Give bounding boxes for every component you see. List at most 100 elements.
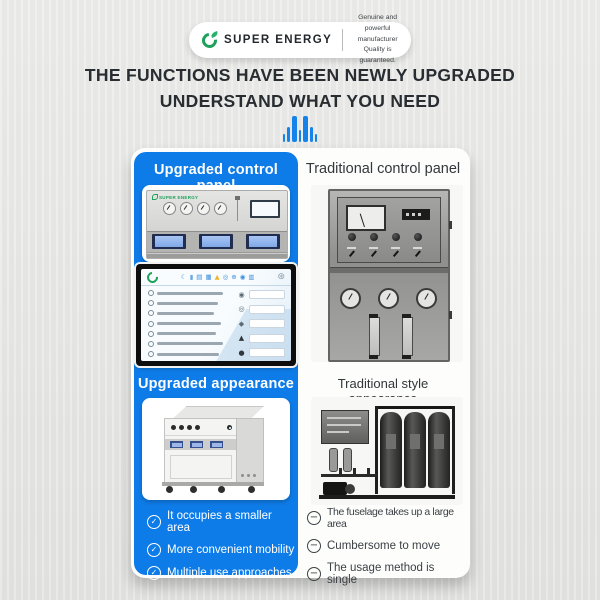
list-item: ✓ More convenient mobility <box>147 543 297 557</box>
screen-input-row: ▲ <box>237 333 285 343</box>
signal-icon: ▮ <box>189 272 194 281</box>
drawback-text: The usage method is single <box>327 562 435 586</box>
machine-cabinet-illustration <box>156 406 276 494</box>
cabinet-display <box>227 425 232 430</box>
brand-name: SUPER ENERGY <box>224 34 333 46</box>
cabinet-side <box>236 418 264 484</box>
upgraded-column: Upgraded control panel SUPER ENERGY <box>134 152 298 580</box>
screen-list-row <box>148 320 224 327</box>
toggle-switch <box>390 247 402 257</box>
screen-list-row <box>148 300 224 307</box>
water-treatment-illustration <box>317 402 457 500</box>
screen-list-row <box>148 330 224 337</box>
screen-logo-icon <box>144 269 161 285</box>
chart-icon: ▤ <box>196 272 203 281</box>
gauge-icon <box>214 202 227 215</box>
control-panel-illustration: SUPER ENERGY <box>146 190 288 259</box>
screen-input-row: ◉ <box>237 290 285 299</box>
equalizer-icon <box>0 116 600 142</box>
traditional-panel-title: Traditional control panel <box>305 161 461 177</box>
filter-tank <box>380 412 402 488</box>
pressure-gauge <box>340 288 361 309</box>
minus-icon: − <box>307 567 321 581</box>
check-icon: ✓ <box>147 566 161 580</box>
traditional-appearance-photo <box>311 397 463 505</box>
panel-display <box>250 200 280 218</box>
pressure-gauge <box>378 288 399 309</box>
headline-line2: UNDERSTAND WHAT YOU NEED <box>159 91 441 111</box>
control-box <box>321 410 369 444</box>
screen-status-icons: ☾ ▮ ▤ ▦ ▲ ◎ ⊕ ◉ ▥ <box>158 274 277 281</box>
cabinet-divider <box>330 267 448 273</box>
piping <box>321 468 377 477</box>
pump <box>323 482 355 495</box>
filter-tank <box>428 412 450 488</box>
knob-icon <box>370 233 378 241</box>
list-item: − The fuselage takes up a large area <box>307 506 465 530</box>
brand-badge: SUPER ENERGY Genuine and powerful manufa… <box>189 14 411 64</box>
upgraded-benefits-list: ✓ It occupies a smaller area ✓ More conv… <box>147 510 297 580</box>
toggle-switch <box>412 247 424 257</box>
diamond-icon: ◆ <box>238 319 245 328</box>
benefit-text: More convenient mobility <box>167 544 295 556</box>
grid-icon: ▦ <box>205 272 212 281</box>
toggle-switch <box>346 247 358 257</box>
hinge <box>449 221 452 229</box>
analog-meter <box>346 205 386 231</box>
brand-tagline: Genuine and powerful manufacturer Qualit… <box>352 13 411 67</box>
dial-icon: ◉ <box>238 290 245 299</box>
gauge-icon <box>180 202 193 215</box>
membrane-housing <box>329 448 338 472</box>
panel-slot <box>235 196 240 221</box>
screen-input-row: ● <box>237 348 285 357</box>
gauge-icon <box>197 202 210 215</box>
cabinet-upper-panel <box>337 197 441 263</box>
gauge-icon <box>163 202 176 215</box>
screen-parameter-list <box>148 290 224 361</box>
caster-wheel <box>248 486 255 493</box>
value-box <box>249 290 285 299</box>
drawback-text: The fuselage takes up a large area <box>327 506 454 530</box>
list-item: ✓ Multiple use approaches <box>147 566 297 580</box>
value-box <box>249 333 285 343</box>
caster-wheel <box>190 486 197 493</box>
knob-icon <box>348 233 356 241</box>
ring-icon: ◎ <box>238 305 245 313</box>
flow-meter <box>369 314 380 359</box>
settings-icon: ⊕ <box>231 272 237 281</box>
screen-input-row: ◆ <box>237 319 285 328</box>
mountain-icon: ▲ <box>238 334 245 342</box>
membrane-housing <box>343 448 352 472</box>
headline-line1: THE FUNCTIONS HAVE BEEN NEWLY UPGRADED <box>84 65 516 85</box>
frame-base <box>319 495 455 499</box>
list-icon: ▥ <box>248 272 255 281</box>
alert-icon: ▲ <box>214 272 220 281</box>
globe-icon: ◎ <box>222 272 229 281</box>
digital-display <box>402 209 430 220</box>
check-icon: ✓ <box>147 543 161 557</box>
traditional-drawbacks-list: − The fuselage takes up a large area − C… <box>307 506 465 586</box>
digital-meter <box>152 234 186 249</box>
panel-logo-text: SUPER ENERGY <box>152 194 198 200</box>
value-box <box>249 319 285 328</box>
screen-list-row <box>148 351 224 358</box>
benefit-text: Multiple use approaches <box>167 567 292 579</box>
knob-icon <box>392 233 400 241</box>
toggle-switch <box>368 247 380 257</box>
check-icon: ✓ <box>147 515 161 529</box>
tagline-line1: Genuine and powerful manufacturer <box>357 13 398 43</box>
target-icon: ◉ <box>239 272 246 281</box>
divider <box>342 29 344 51</box>
value-box <box>249 348 285 357</box>
screen-list-row <box>148 340 224 347</box>
digital-meter <box>199 234 233 249</box>
digital-meter <box>246 234 280 249</box>
caster-wheel <box>166 486 173 493</box>
upgraded-control-panel-photo: SUPER ENERGY <box>142 185 290 262</box>
touchscreen-photo: ☾ ▮ ▤ ▦ ▲ ◎ ⊕ ◉ ▥ ⊛ <box>136 264 296 366</box>
comparison-card: Upgraded control panel SUPER ENERGY <box>131 148 470 586</box>
cabinet-meters <box>165 439 237 450</box>
frame-top <box>375 406 455 409</box>
minus-icon: − <box>307 539 321 553</box>
frame-post <box>375 406 378 494</box>
